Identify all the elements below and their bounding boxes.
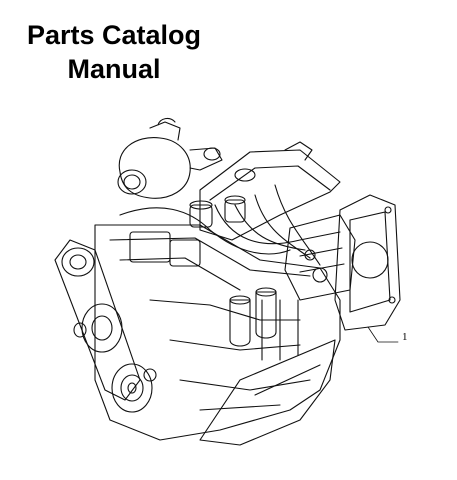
flywheel-housing bbox=[334, 194, 401, 331]
oil-pan bbox=[199, 339, 336, 446]
page-title: Parts Catalog Manual bbox=[0, 18, 228, 86]
fuel-filters bbox=[229, 287, 277, 347]
engine-block bbox=[94, 224, 341, 441]
turbocharger bbox=[117, 117, 223, 199]
fuel-lines bbox=[119, 184, 321, 266]
cylinder-head bbox=[189, 141, 341, 241]
callout-number: 1 bbox=[402, 331, 408, 343]
callout-leader bbox=[367, 326, 399, 343]
title-line-2: Manual bbox=[67, 54, 161, 84]
injection-pump bbox=[284, 214, 356, 301]
title-line-1: Parts Catalog bbox=[26, 20, 202, 50]
front-pulleys bbox=[54, 239, 157, 413]
